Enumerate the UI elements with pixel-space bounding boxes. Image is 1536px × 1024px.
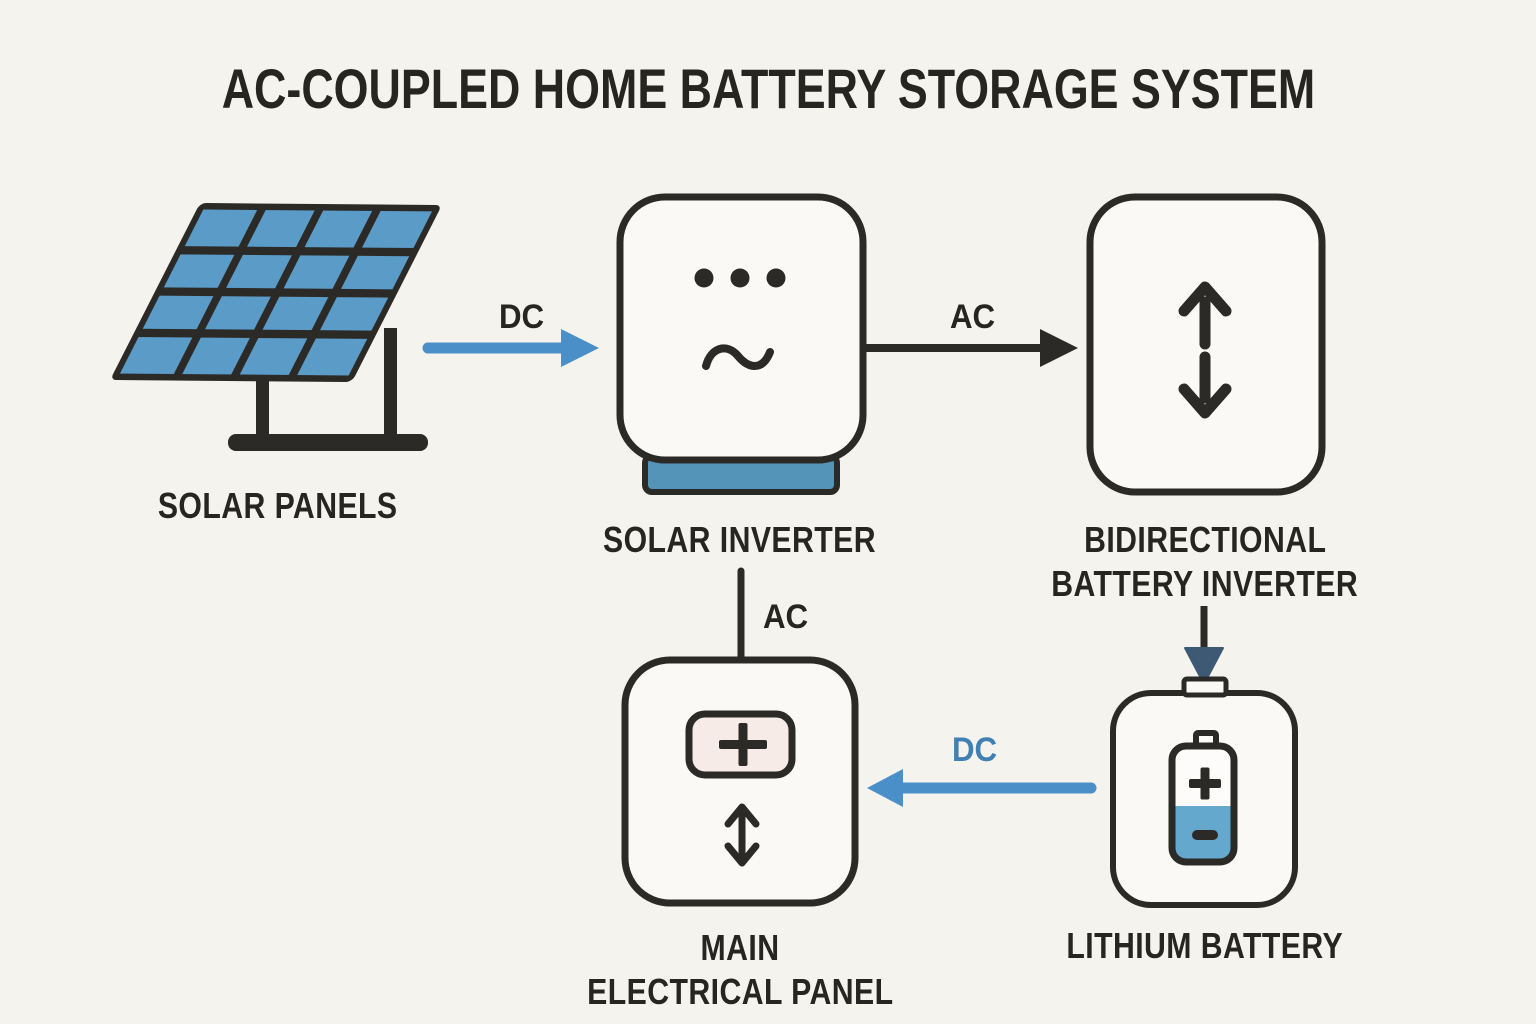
status-dots-icon bbox=[694, 268, 786, 288]
sine-wave-icon bbox=[702, 344, 774, 370]
plus-icon bbox=[1189, 767, 1221, 800]
up-down-arrow-icon bbox=[724, 803, 760, 867]
solar-panel-right-leg bbox=[384, 328, 397, 440]
lithium-battery-label: LITHIUM BATTERY bbox=[1066, 925, 1344, 966]
plus-icon bbox=[719, 723, 767, 766]
battery-box-terminal bbox=[1181, 676, 1229, 698]
up-down-arrows-icon bbox=[1086, 193, 1326, 496]
arrow-bidirectional-to-battery bbox=[1184, 606, 1224, 685]
main-panel-box bbox=[621, 656, 859, 907]
dc-arrow-battery-to-panel bbox=[867, 769, 1097, 807]
dc-arrow-solar-to-inverter bbox=[422, 329, 599, 367]
solar-panels-label: SOLAR PANELS bbox=[158, 485, 398, 526]
solar-inverter-label: SOLAR INVERTER bbox=[603, 519, 877, 560]
inverter-wave-icon bbox=[616, 193, 867, 495]
page-title: AC-COUPLED HOME BATTERY STORAGE SYSTEM bbox=[221, 56, 1315, 120]
dc-flow-label-battery: DC bbox=[952, 730, 998, 769]
up-arrow-icon bbox=[1178, 281, 1232, 350]
solar-inverter-box bbox=[616, 193, 867, 464]
ac-flow-label-top: AC bbox=[950, 297, 996, 336]
breaker-panel-icon bbox=[621, 567, 859, 907]
down-arrow-icon bbox=[1178, 351, 1232, 419]
solar-panel-base bbox=[228, 434, 428, 451]
main-electrical-panel-label: MAIN ELECTRICAL PANEL bbox=[586, 927, 894, 1012]
dc-flow-label-solar: DC bbox=[499, 297, 545, 336]
battery-icon bbox=[1110, 676, 1298, 908]
solar-panel-icon bbox=[112, 203, 440, 451]
solar-panel-left-leg bbox=[256, 372, 269, 440]
minus-icon bbox=[1192, 830, 1218, 840]
ac-arrow-inverter-to-bidirectional bbox=[864, 329, 1078, 367]
bidirectional-inverter-label: BIDIRECTIONAL BATTERY INVERTER bbox=[1051, 519, 1359, 604]
ac-flow-label-panel: AC bbox=[763, 597, 809, 636]
solar-panel-grid bbox=[112, 203, 440, 382]
